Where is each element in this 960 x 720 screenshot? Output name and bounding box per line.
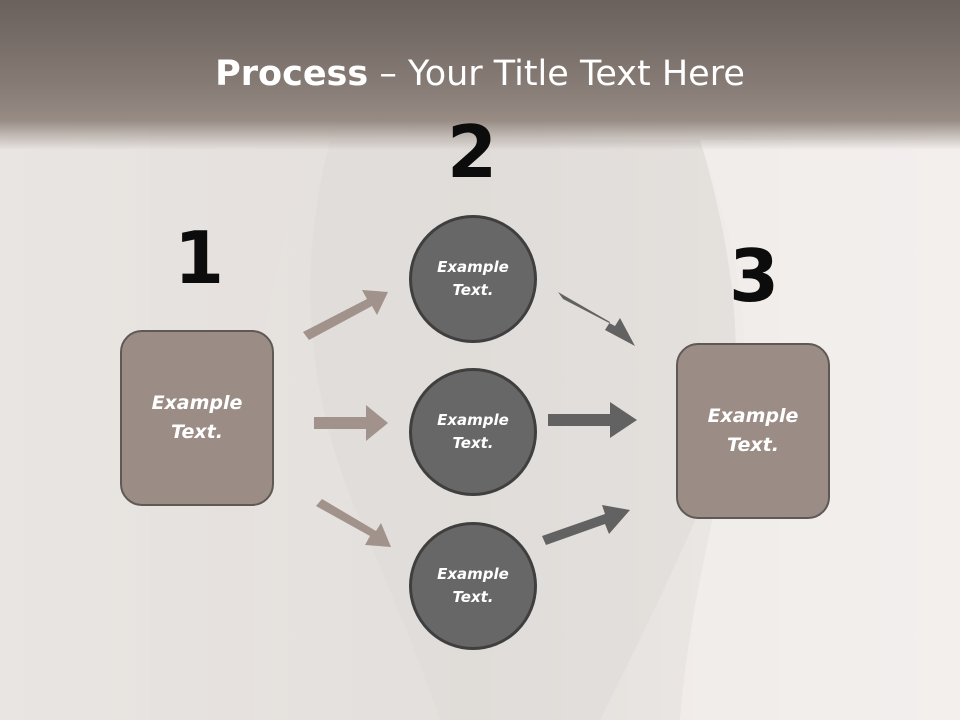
title-bold: Process	[215, 54, 369, 94]
step-2-circle-bottom: Example Text.	[409, 522, 537, 650]
step-number-3: 3	[728, 234, 780, 318]
step-2-circle-middle: Example Text.	[409, 368, 537, 496]
circle-bottom-text: Example Text.	[437, 565, 509, 606]
step-number-2: 2	[446, 110, 498, 194]
circle-top-text: Example Text.	[437, 258, 509, 299]
arrow-up-right	[542, 505, 630, 545]
step-3-box: Example Text.	[676, 343, 830, 519]
slide-title: Process – Your Title Text Here	[0, 52, 960, 96]
arrow-up-left	[303, 290, 388, 340]
arrow-mid-left	[314, 405, 388, 441]
arrow-down-left	[316, 499, 391, 547]
circle-middle-text: Example Text.	[437, 411, 509, 452]
step-1-text: Example Text.	[151, 392, 243, 443]
arrow-down-right	[558, 292, 635, 346]
title-band	[0, 0, 960, 150]
title-rest: – Your Title Text Here	[368, 54, 745, 94]
arrow-mid-right	[548, 402, 637, 438]
step-3-text: Example Text.	[707, 405, 799, 456]
step-2-circle-top: Example Text.	[409, 215, 537, 343]
step-number-1: 1	[173, 216, 225, 300]
step-1-box: Example Text.	[120, 330, 274, 506]
